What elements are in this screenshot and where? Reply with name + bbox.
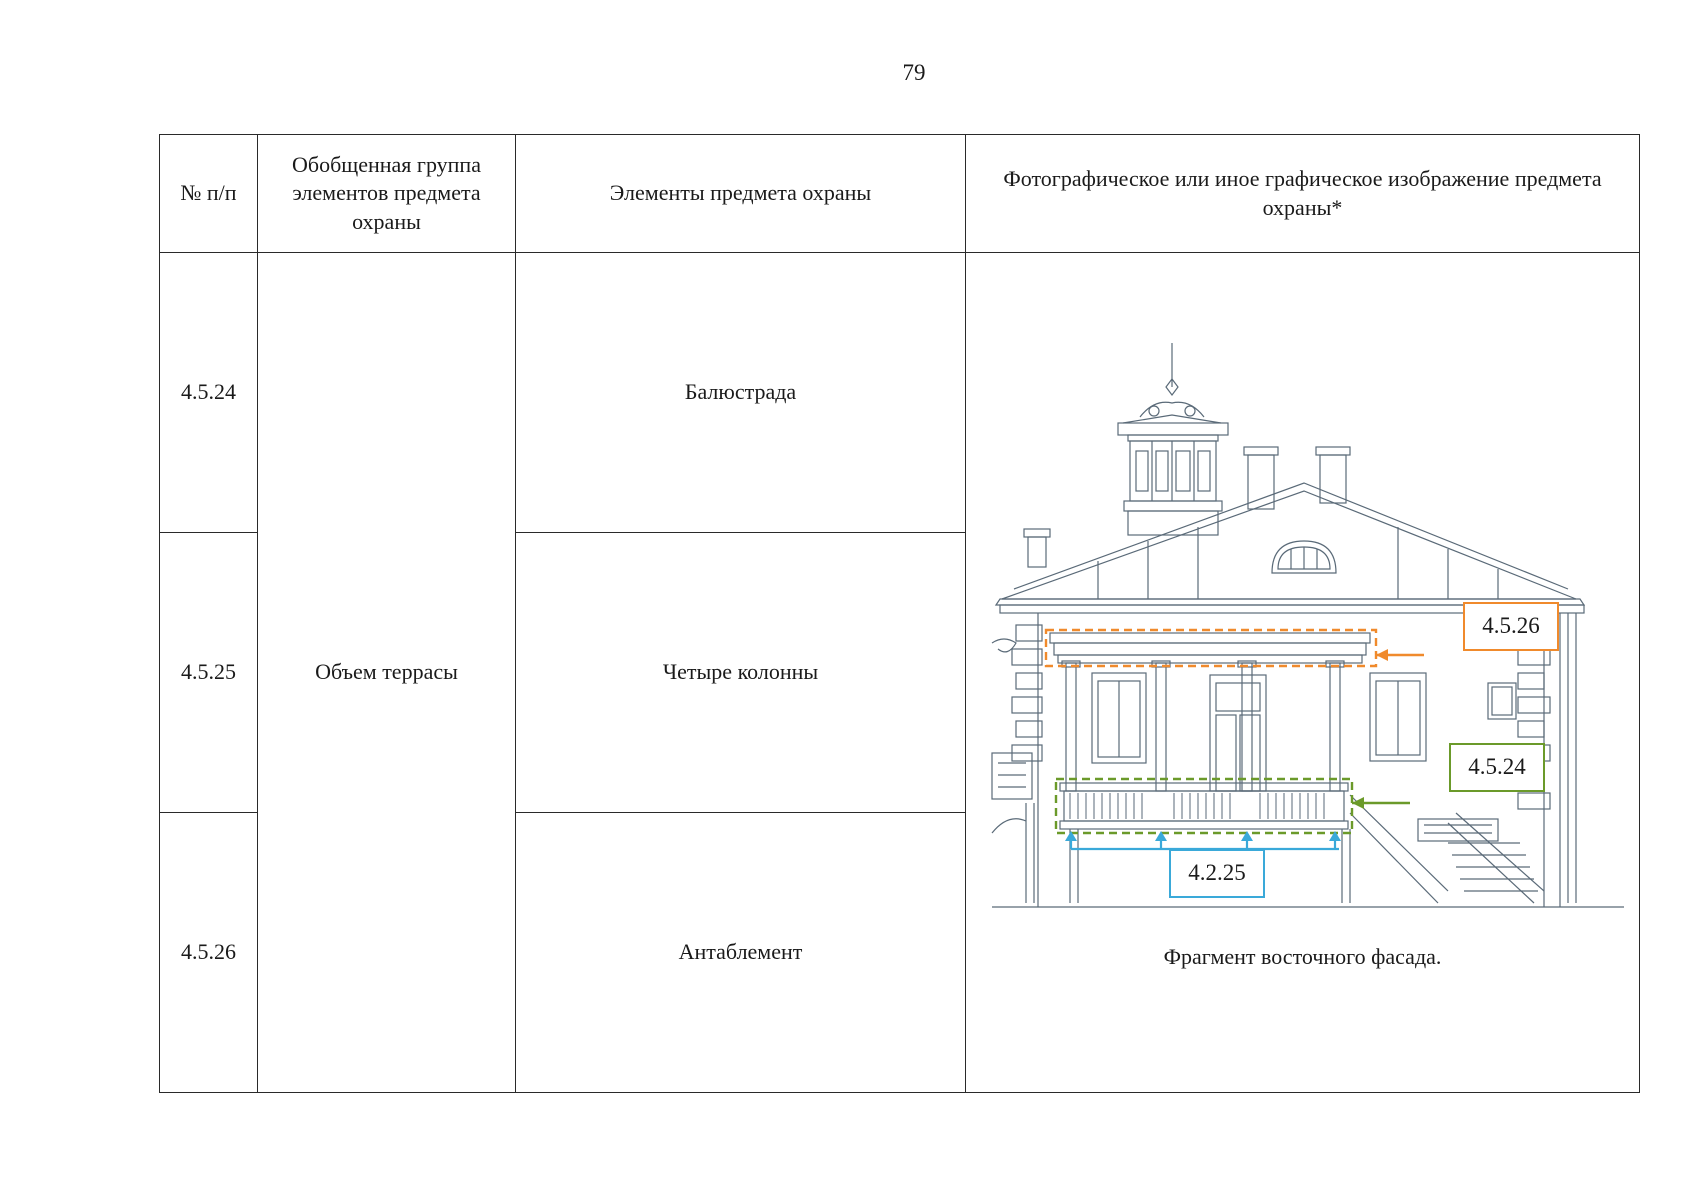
header-image: Фотографическое или иное графическое изо… xyxy=(965,134,1640,253)
facade-drawing-icon xyxy=(991,343,1624,908)
header-group: Обобщенная группа элементов предмета охр… xyxy=(257,134,516,253)
row-number: 4.5.25 xyxy=(159,532,258,813)
image-cell: 4.5.26 4.5.24 4.2.25 Фрагмент восточного… xyxy=(965,252,1640,1093)
group-cell: Объем террасы xyxy=(257,252,516,1093)
table-row: 4.5.26 Антаблемент xyxy=(159,812,1640,1093)
figure-caption: Фрагмент восточного фасада. xyxy=(1163,944,1442,969)
callout-entablature: 4.5.26 xyxy=(1463,602,1559,651)
callout-columns: 4.2.25 xyxy=(1169,849,1265,898)
row-number: 4.5.26 xyxy=(159,812,258,1093)
table-row: 4.5.24 Объем террасы Балюстрада xyxy=(159,252,1640,1093)
table-header-row: № п/п Обобщенная группа элементов предме… xyxy=(159,134,1640,253)
row-number: 4.5.24 xyxy=(159,252,258,533)
table-row: 4.5.25 Четыре колонны xyxy=(159,532,1640,813)
header-elements: Элементы предмета охраны xyxy=(515,134,966,253)
page-number: 79 xyxy=(902,60,926,85)
row-element: Балюстрада xyxy=(515,252,966,533)
protection-table: № п/п Обобщенная группа элементов предме… xyxy=(159,134,1640,1093)
figure: 4.5.26 4.5.24 4.2.25 Фрагмент восточного… xyxy=(966,253,1639,1092)
header-number: № п/п xyxy=(159,134,258,253)
row-element: Антаблемент xyxy=(515,812,966,1093)
row-element: Четыре колонны xyxy=(515,532,966,813)
callout-balustrade: 4.5.24 xyxy=(1449,743,1545,792)
